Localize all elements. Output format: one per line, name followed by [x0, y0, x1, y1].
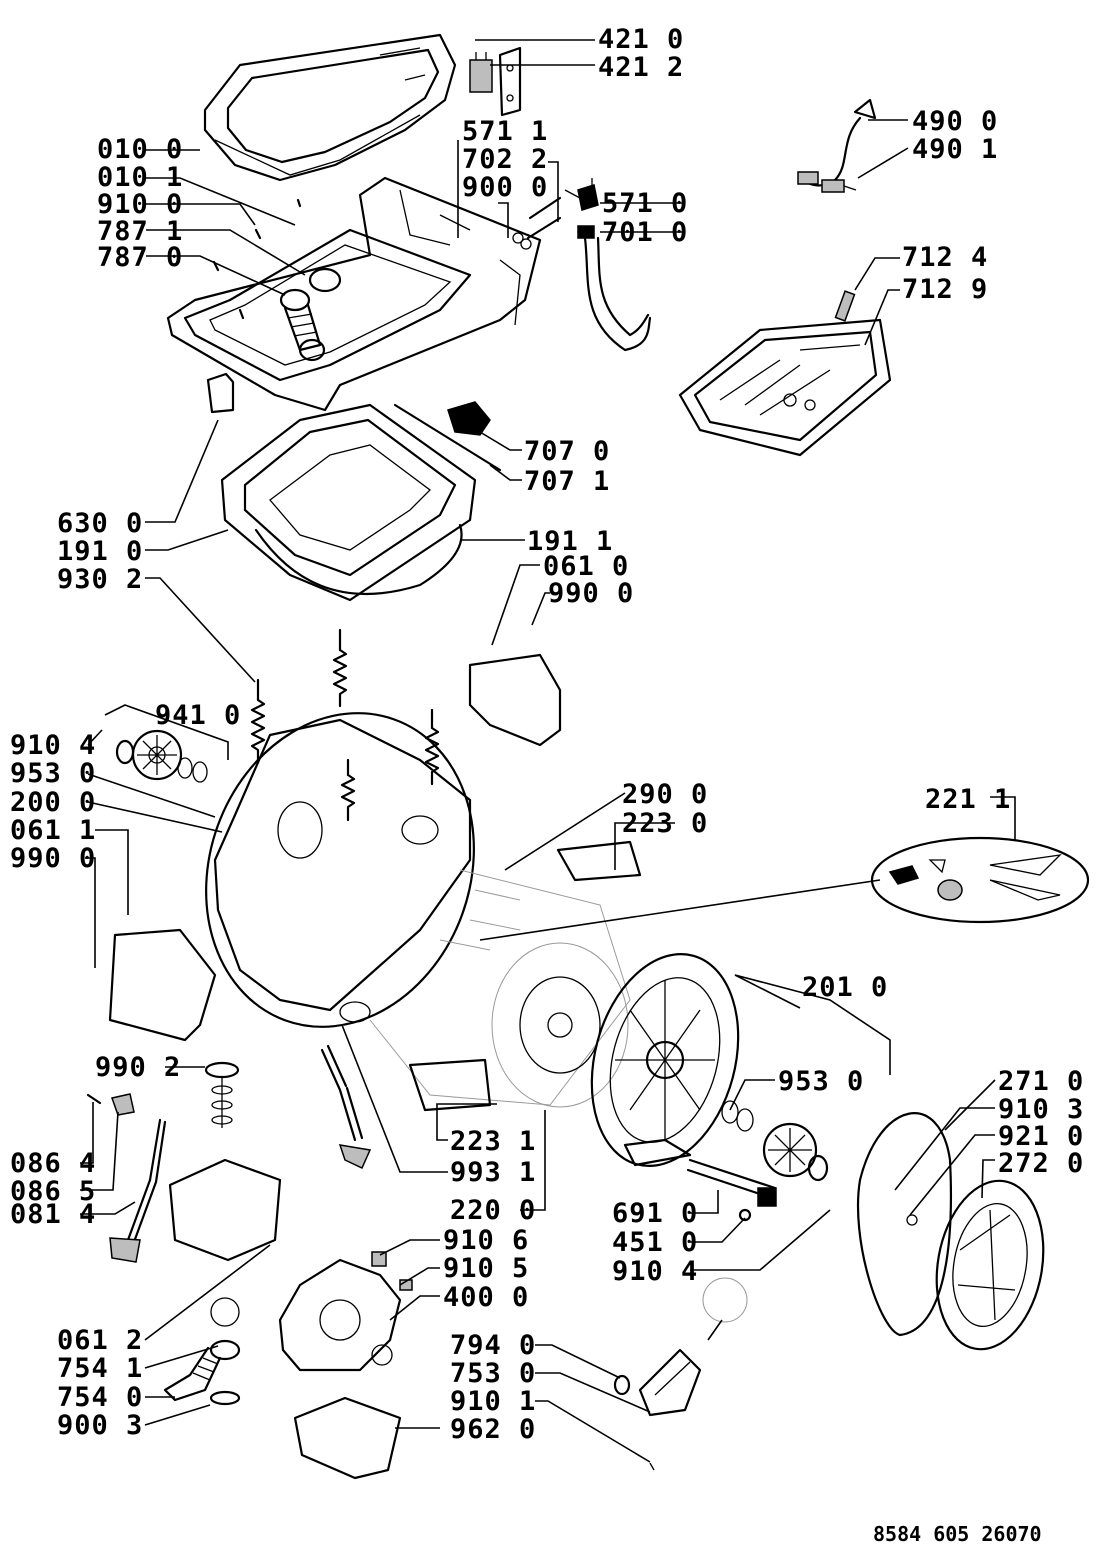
- part-label: 223 1: [450, 1126, 536, 1157]
- small-cover-block: [206, 372, 235, 414]
- part-label: 990 0: [10, 843, 96, 874]
- part-label: 910 0: [97, 189, 183, 220]
- part-label: 400 0: [443, 1282, 529, 1313]
- shock-absorbers: [109, 1044, 372, 1263]
- part-label: 787 0: [97, 242, 183, 273]
- rear-tub-shell: [205, 712, 475, 1028]
- bearing-flange-right: [721, 1100, 829, 1182]
- part-label: 220 0: [450, 1195, 536, 1226]
- pressure-switch: [393, 401, 502, 472]
- part-label: 191 0: [57, 536, 143, 567]
- part-label: 223 0: [622, 808, 708, 839]
- inlet-valve: [512, 178, 652, 352]
- part-label: 490 0: [912, 106, 998, 137]
- part-label: 290 0: [622, 779, 708, 810]
- part-label: 930 2: [57, 564, 143, 595]
- part-label: 081 4: [10, 1199, 96, 1230]
- part-label: 900 0: [462, 172, 548, 203]
- counterweight-lower: [168, 1158, 282, 1262]
- part-label: 200 0: [10, 787, 96, 818]
- part-label: 910 4: [10, 730, 96, 761]
- part-label: 571 1: [462, 116, 548, 147]
- part-label: 571 0: [602, 188, 688, 219]
- part-label: 712 9: [902, 274, 988, 305]
- part-label: 707 0: [524, 436, 610, 467]
- drain-pump: [613, 1277, 748, 1471]
- part-label: 271 0: [998, 1066, 1084, 1097]
- counterweight-front: [108, 928, 217, 1042]
- part-label: 451 0: [612, 1227, 698, 1258]
- part-label: 086 4: [10, 1148, 96, 1179]
- part-label: 010 1: [97, 162, 183, 193]
- part-label: 421 2: [598, 52, 684, 83]
- part-label: 941 0: [155, 700, 241, 731]
- screw-icon: [212, 198, 302, 320]
- washer-stack: [204, 1061, 240, 1128]
- lifter-kit-detail: [870, 836, 1090, 924]
- wash-drum: [369, 869, 631, 1108]
- document-number: 8584 605 26070: [873, 1522, 1042, 1546]
- part-label: 910 4: [612, 1256, 698, 1287]
- part-label: 910 6: [443, 1225, 529, 1256]
- door-ring: [906, 1179, 1045, 1351]
- part-label: 630 0: [57, 508, 143, 539]
- part-label: 191 1: [527, 526, 613, 557]
- part-label: 061 2: [57, 1325, 143, 1356]
- part-label: 794 0: [450, 1330, 536, 1361]
- pin-icon: [86, 1093, 102, 1105]
- part-label: 702 2: [462, 144, 548, 175]
- part-label: 953 0: [778, 1066, 864, 1097]
- part-label: 953 0: [10, 758, 96, 789]
- part-drawings: [86, 33, 1090, 1480]
- heating-element: [686, 1158, 777, 1222]
- top-lid: [203, 33, 457, 182]
- part-label: 753 0: [450, 1358, 536, 1389]
- part-label: 086 5: [10, 1176, 96, 1207]
- door-lock: [469, 46, 522, 117]
- part-label: 272 0: [998, 1148, 1084, 1179]
- part-label: 900 3: [57, 1410, 143, 1441]
- drain-hose: [163, 1297, 241, 1406]
- counterweight-top: [468, 653, 562, 747]
- front-panel-seal: [856, 1112, 953, 1337]
- part-label: 754 1: [57, 1353, 143, 1384]
- dispenser-bellows: [279, 267, 342, 362]
- part-label: 691 0: [612, 1198, 698, 1229]
- bolt-icon: [111, 1093, 135, 1116]
- tub-cover: [220, 403, 477, 602]
- part-number-labels: 421 0 421 2 490 0 490 1 010 0 010 1 910 …: [10, 24, 1084, 1546]
- detergent-dispenser: [678, 290, 892, 457]
- part-label: 993 1: [450, 1157, 536, 1188]
- drum-paddle-bottom: [408, 1058, 492, 1112]
- part-label: 221 1: [925, 784, 1011, 815]
- part-label: 910 1: [450, 1386, 536, 1417]
- part-label: 990 2: [95, 1052, 181, 1083]
- suspension-springs: [250, 628, 440, 822]
- part-label: 421 0: [598, 24, 684, 55]
- worktop-frame: [166, 176, 542, 412]
- part-label: 490 1: [912, 134, 998, 165]
- part-label: 010 0: [97, 134, 183, 165]
- part-label: 787 1: [97, 216, 183, 247]
- leader-lines: [80, 39, 1016, 1463]
- part-label: 201 0: [802, 972, 888, 1003]
- part-label: 910 3: [998, 1094, 1084, 1125]
- part-label: 921 0: [998, 1121, 1084, 1152]
- part-label: 990 0: [548, 578, 634, 609]
- base-tray: [293, 1396, 402, 1480]
- part-label: 707 1: [524, 466, 610, 497]
- bearing-flange-left: [115, 729, 208, 783]
- part-label: 061 0: [543, 551, 629, 582]
- part-label: 701 0: [602, 217, 688, 248]
- part-label: 962 0: [450, 1414, 536, 1445]
- power-cable: [797, 98, 877, 193]
- motor: [278, 1251, 413, 1372]
- part-label: 910 5: [443, 1253, 529, 1284]
- drum-paddle-top: [556, 840, 642, 882]
- part-label: 754 0: [57, 1382, 143, 1413]
- part-label: 061 1: [10, 815, 96, 846]
- front-tub-shell: [590, 953, 740, 1167]
- part-label: 712 4: [902, 242, 988, 273]
